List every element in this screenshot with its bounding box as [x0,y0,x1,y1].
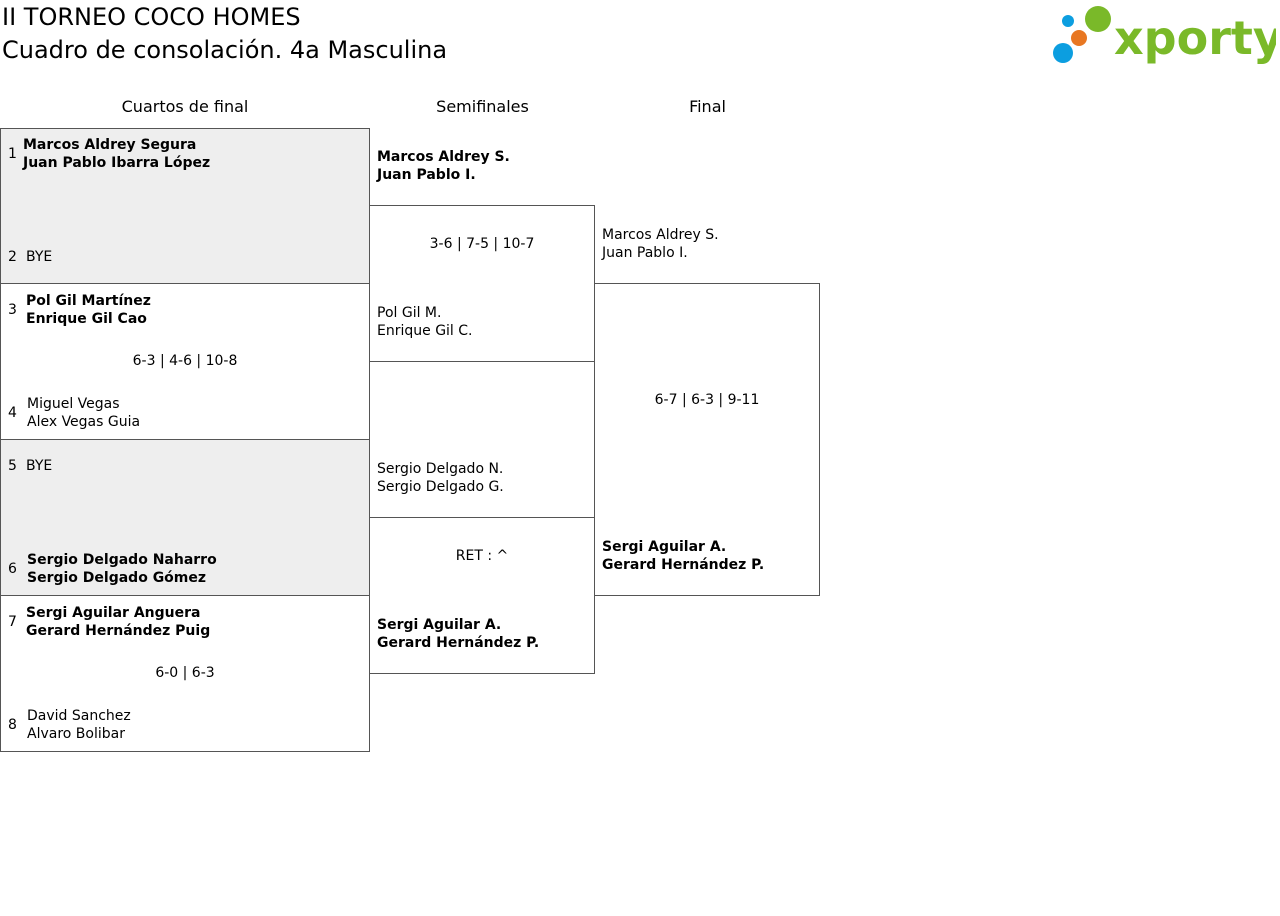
player-name: Gerard Hernández Puig [26,623,211,639]
player-name: Gerard Hernández P. [377,635,540,651]
match-score: 6-3 | 4-6 | 10-8 [132,353,238,369]
player-name: Sergio Delgado Naharro [27,552,217,568]
player-name: Sergio Delgado N. [377,461,504,477]
player-name: Gerard Hernández P. [602,557,765,573]
team-entry: Sergi Aguilar A. Gerard Hernández P. [377,616,539,652]
player-name: Sergio Delgado Gómez [27,570,207,586]
match-score: 6-0 | 6-3 [155,665,215,681]
player-name: Alex Vegas Guia [27,414,141,430]
match-score: 3-6 | 7-5 | 10-7 [429,236,535,252]
seed-number: 7 [8,614,17,630]
player-name: Alvaro Bolibar [27,726,125,742]
team-entry: Miguel Vegas Alex Vegas Guia [27,395,140,431]
player-name: Pol Gil M. [377,305,442,321]
player-name: Enrique Gil Cao [26,311,147,327]
match-score: RET : ^ [455,548,509,564]
player-name: Sergi Aguilar Anguera [26,605,201,621]
seed-number: 8 [8,717,17,733]
player-name: Juan Pablo I. [377,167,476,183]
player-name: Miguel Vegas [27,396,120,412]
logo-dot-orange [1071,30,1087,46]
team-entry: Pol Gil Martínez Enrique Gil Cao [26,292,151,328]
seed-number: 3 [8,302,17,318]
team-entry: Sergio Delgado N. Sergio Delgado G. [377,460,504,496]
player-name: Pol Gil Martínez [26,293,151,309]
tournament-title: II TORNEO COCO HOMES [2,3,301,31]
logo-dot-blue-large [1053,43,1073,63]
xporty-logo: xporty [1053,6,1276,65]
team-entry: David Sanchez Alvaro Bolibar [27,707,131,743]
bye-label: BYE [26,249,53,265]
logo-dot-green [1085,6,1111,32]
bye-label: BYE [26,458,53,474]
logo-wordmark: xporty [1114,11,1276,65]
team-entry: Sergi Aguilar A. Gerard Hernández P. [602,538,764,574]
round-header-semis: Semifinales [436,97,529,116]
logo-dot-blue [1062,15,1074,27]
draw-subtitle: Cuadro de consolación. 4a Masculina [2,36,448,64]
seed-number: 4 [8,405,17,421]
team-entry: Sergi Aguilar Anguera Gerard Hernández P… [26,604,210,640]
seed-number: 5 [8,458,17,474]
team-entry: BYE [26,248,52,266]
player-name: Juan Pablo Ibarra López [23,155,211,171]
player-name: Enrique Gil C. [377,323,473,339]
team-entry: Marcos Aldrey S. Juan Pablo I. [602,226,719,262]
seed-number: 1 [8,146,17,162]
team-entry: Marcos Aldrey S. Juan Pablo I. [377,148,510,184]
team-entry: BYE [26,457,52,475]
seed-number: 6 [8,561,17,577]
quarter-match-3 [0,439,370,596]
player-name: Sergio Delgado G. [377,479,504,495]
player-name: Sergi Aguilar A. [377,617,502,633]
final-match [594,283,820,596]
match-score: 6-7 | 6-3 | 9-11 [654,392,760,408]
player-name: David Sanchez [27,708,131,724]
round-header-final: Final [689,97,726,116]
quarter-match-1 [0,128,370,284]
player-name: Marcos Aldrey S. [377,149,510,165]
player-name: Marcos Aldrey S. [602,227,719,243]
team-entry: Pol Gil M. Enrique Gil C. [377,304,473,340]
player-name: Juan Pablo I. [602,245,688,261]
round-header-quarters: Cuartos de final [121,97,249,116]
seed-number: 2 [8,249,17,265]
player-name: Sergi Aguilar A. [602,539,727,555]
team-entry: Marcos Aldrey Segura Juan Pablo Ibarra L… [23,136,210,172]
player-name: Marcos Aldrey Segura [23,137,197,153]
team-entry: Sergio Delgado Naharro Sergio Delgado Gó… [27,551,217,587]
